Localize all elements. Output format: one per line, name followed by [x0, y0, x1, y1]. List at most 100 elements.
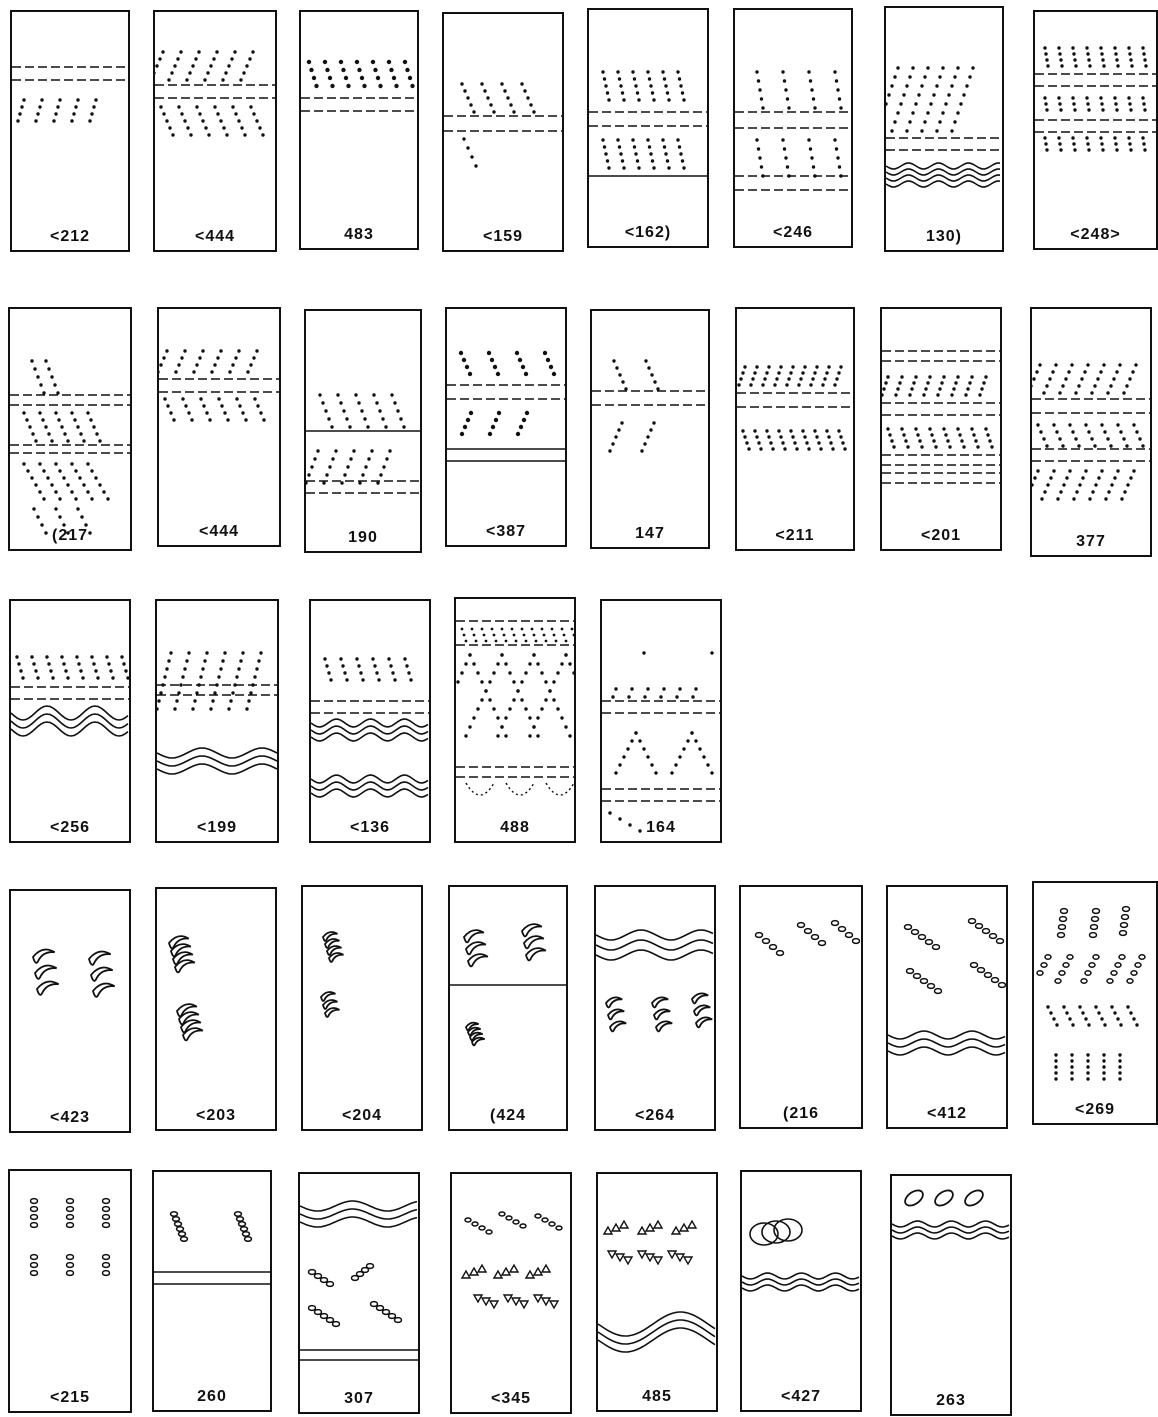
impressed-dot: [77, 662, 80, 665]
oval-impression: [103, 1255, 110, 1260]
motif-drawing: [155, 12, 275, 250]
motif-drawing: [602, 601, 720, 841]
impressed-dot: [560, 716, 563, 719]
impressed-dot: [974, 439, 977, 442]
impressed-dot: [536, 734, 539, 737]
impressed-dot: [970, 427, 973, 430]
impressed-dot: [22, 462, 25, 465]
impressed-dot: [1071, 430, 1074, 433]
impressed-dot: [1074, 64, 1077, 67]
panel-number: (217: [10, 527, 130, 545]
impressed-dot: [664, 152, 667, 155]
impressed-dot: [1042, 437, 1045, 440]
impressed-dot: [917, 93, 920, 96]
impressed-dot: [942, 375, 945, 378]
impressed-dot: [222, 126, 225, 129]
dotted-festoon: [466, 783, 494, 795]
impressed-dot: [789, 429, 792, 432]
impressed-dot: [646, 435, 649, 438]
impressed-dot: [1126, 1005, 1129, 1008]
impressed-dot: [908, 120, 911, 123]
oval-impression: [549, 1222, 555, 1226]
impressed-dot: [839, 106, 842, 109]
impressed-dot: [634, 152, 637, 155]
impressed-dot: [959, 102, 962, 105]
impressed-dot: [235, 397, 238, 400]
oval-impression: [990, 934, 997, 939]
impressed-dot: [737, 383, 740, 386]
impressed-dot: [1144, 64, 1147, 67]
impressed-dot: [90, 469, 93, 472]
motif-drawing: [157, 601, 277, 841]
decoration-panel: <203: [155, 887, 277, 1131]
oval-impression: [103, 1263, 110, 1268]
impressed-dot: [1142, 52, 1145, 55]
impressed-dot: [1099, 96, 1102, 99]
crescent-impression: [608, 1009, 624, 1019]
impressed-dot: [162, 356, 165, 359]
impressed-dot: [1103, 1023, 1106, 1026]
impressed-dot: [809, 79, 812, 82]
impressed-dot: [886, 375, 889, 378]
impressed-dot: [177, 105, 180, 108]
impressed-dot: [343, 671, 346, 674]
decoration-panel: <387: [445, 307, 567, 547]
impressed-dot: [173, 64, 176, 67]
impressed-dot: [755, 365, 758, 368]
impressed-dot: [348, 425, 351, 428]
impressed-dot: [960, 439, 963, 442]
impressed-dot: [340, 481, 343, 484]
motif-drawing: [10, 1171, 130, 1411]
motif-drawing: [886, 8, 1002, 250]
impressed-dot: [180, 356, 183, 359]
decoration-panel: 263: [890, 1174, 1012, 1416]
impressed-dot: [926, 66, 929, 69]
impressed-dot: [934, 445, 937, 448]
impressed-dot: [617, 428, 620, 431]
motif-drawing: [592, 311, 708, 547]
impressed-dot: [619, 152, 622, 155]
impressed-dot: [241, 411, 244, 414]
impressed-dot: [630, 687, 633, 690]
wavy-line: [886, 181, 1000, 187]
impressed-dot: [1043, 46, 1046, 49]
impressed-dot: [1072, 497, 1075, 500]
impressed-dot: [167, 78, 170, 81]
impressed-dot: [76, 425, 79, 428]
impressed-dot: [950, 393, 953, 396]
impressed-dot: [464, 734, 467, 737]
triangle-impression: [668, 1251, 676, 1258]
oval-impression: [798, 923, 805, 928]
impressed-dot: [1090, 391, 1093, 394]
impressed-dot: [49, 669, 52, 672]
impressed-dot: [157, 699, 160, 702]
impressed-dot: [1091, 490, 1094, 493]
impressed-dot: [1065, 1011, 1068, 1014]
impressed-dot: [753, 371, 756, 374]
crescent-impression: [37, 982, 59, 995]
impressed-dot: [1135, 1023, 1138, 1026]
crescent-impression: [654, 1009, 670, 1019]
oval-impression: [1058, 933, 1065, 938]
impressed-dot: [32, 662, 35, 665]
motif-drawing: [300, 1174, 418, 1412]
impressed-dot: [352, 449, 355, 452]
wavy-line: [742, 1285, 859, 1291]
impressed-dot: [96, 676, 99, 679]
impressed-dot: [1072, 142, 1075, 145]
impressed-dot: [512, 698, 515, 701]
impressed-dot: [1130, 64, 1133, 67]
impressed-dot: [976, 445, 979, 448]
oval-impression: [486, 1230, 492, 1234]
impressed-dot: [745, 441, 748, 444]
impressed-dot: [549, 365, 553, 369]
impressed-dot: [1057, 96, 1060, 99]
impressed-dot: [827, 435, 830, 438]
impressed-dot: [76, 98, 79, 101]
impressed-dot: [1073, 108, 1076, 111]
oval-impression: [177, 1227, 184, 1231]
impressed-dot: [698, 747, 701, 750]
impressed-dot: [341, 664, 344, 667]
impressed-dot: [1102, 1059, 1105, 1062]
impressed-dot: [402, 425, 405, 428]
